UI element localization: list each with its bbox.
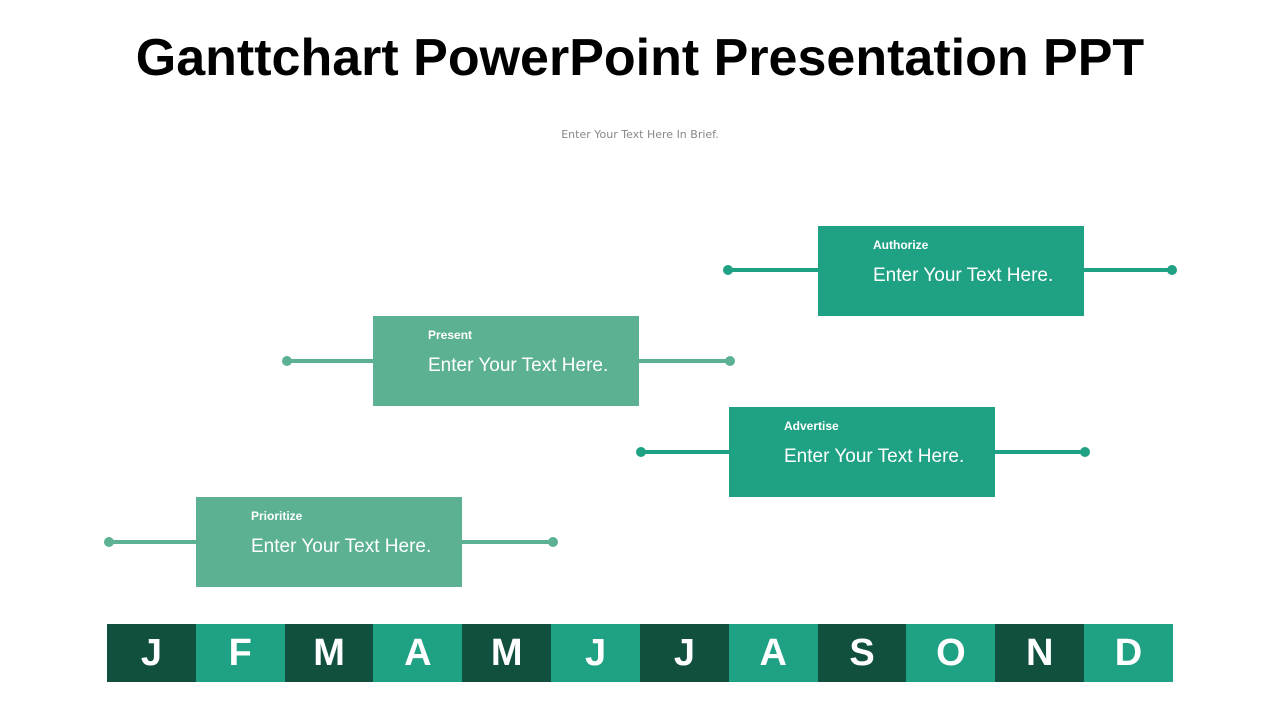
task-label: Advertise — [784, 419, 839, 433]
month-cell: F — [195, 624, 285, 682]
task-label: Prioritize — [251, 509, 303, 523]
task-label: Authorize — [873, 238, 929, 252]
month-cell: O — [906, 624, 996, 682]
task-text: Enter Your Text Here. — [428, 355, 609, 376]
task-text: Enter Your Text Here. — [251, 536, 432, 557]
month-cell: J — [551, 624, 640, 682]
month-cell: J — [639, 624, 729, 682]
slide-subtitle: Enter Your Text Here In Brief. — [561, 128, 719, 141]
month-cell: M — [284, 624, 374, 682]
month-cell: A — [728, 624, 818, 682]
task-text: Enter Your Text Here. — [784, 446, 965, 467]
task-text: Enter Your Text Here. — [873, 265, 1054, 286]
month-cell: M — [462, 624, 552, 682]
task-label: Present — [428, 328, 473, 342]
slide-title: Ganttchart PowerPoint Presentation PPT — [135, 29, 1145, 87]
month-cell: D — [1084, 624, 1173, 682]
month-cell: N — [995, 624, 1085, 682]
month-cell: S — [817, 624, 907, 682]
month-cell: J — [107, 624, 196, 682]
month-cell: A — [373, 624, 463, 682]
